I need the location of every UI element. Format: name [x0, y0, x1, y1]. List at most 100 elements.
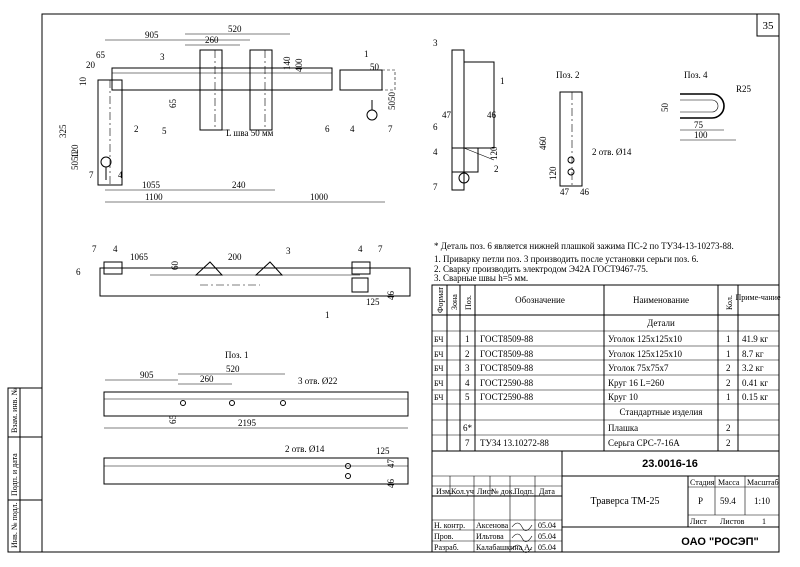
spec-cell: БЧ	[434, 364, 443, 373]
spec-cell: БЧ	[434, 335, 443, 344]
spec-cell: ГОСТ8509-88	[480, 334, 534, 344]
balloon-3: 3	[160, 52, 165, 62]
signature-1	[511, 522, 533, 531]
spec-row: 6* Плашка 2	[463, 423, 731, 433]
spec-cell: 0.15 кг	[742, 392, 768, 402]
dim-400: 400	[294, 58, 304, 72]
pos2-detail: Поз. 2 460 120 2 отв. Ø14 47 46	[538, 70, 632, 197]
pos2-dim-120: 120	[548, 166, 558, 180]
tb-scale: 1:10	[754, 496, 771, 506]
pos1-dim-65: 65	[168, 415, 178, 425]
pos4-dim-50: 50	[660, 103, 670, 113]
tb-mass: 59.4	[720, 496, 736, 506]
tb-role-razrab: Разраб.	[434, 543, 459, 552]
tb-col-data: Дата	[539, 487, 555, 496]
spec-cell: 1	[465, 334, 470, 344]
dim-325: 325	[58, 124, 68, 138]
tb-role-nkontr: Н. контр.	[434, 521, 465, 530]
spec-cell: ТУ34 13.10272-88	[480, 438, 549, 448]
spec-row: БЧ 5 ГОСТ2590-88 Круг 10 1 0.15 кг	[434, 392, 768, 402]
spec-cell: 1	[726, 334, 731, 344]
spec-head-pos: Поз.	[464, 295, 473, 310]
spec-table: Формат Зона Поз. Обозначение Наименовани…	[431, 284, 781, 452]
plan-balloon-6: 6	[76, 267, 81, 277]
spec-cell: 2	[726, 363, 731, 373]
spec-cell: Уголок 125x125x10	[608, 349, 683, 359]
spec-cell: ГОСТ2590-88	[480, 392, 534, 402]
pos1-holes22: 3 отв. Ø22	[298, 376, 337, 386]
side-stamp: Инв. № подл. Подп. и дата Взам. инв. №	[7, 387, 43, 553]
spec-cell: 41.9 кг	[742, 334, 768, 344]
side-dim-120: 120	[489, 146, 499, 160]
note-asterisk: * Деталь поз. 6 является нижней плашкой …	[434, 241, 734, 251]
pos1-dim-125: 125	[376, 446, 390, 456]
pos1-dim-2195: 2195	[238, 418, 257, 428]
tb-sheets: 1	[762, 517, 766, 526]
pos4-dim-100: 100	[694, 130, 708, 140]
spec-cell: ГОСТ2590-88	[480, 378, 534, 388]
tb-col-ndoc: № док.	[491, 487, 515, 496]
pos2-holes: 2 отв. Ø14	[592, 147, 632, 157]
weld-length-label: L шва 50 мм	[226, 128, 274, 138]
sheet-frame	[41, 13, 780, 553]
spec-cell: ГОСТ8509-88	[480, 363, 534, 373]
signature-2	[511, 533, 533, 542]
pos1-dim-260: 260	[200, 374, 214, 384]
spec-section-parts: Детали	[647, 318, 675, 328]
pos2-title: Поз. 2	[556, 70, 580, 80]
spec-head-qty: Кол.	[725, 295, 734, 310]
spec-cell: 7	[465, 438, 470, 448]
side-dim-47: 47	[442, 110, 452, 120]
spec-row: БЧ 2 ГОСТ8509-88 Уголок 125x125x10 1 8.7…	[434, 349, 764, 359]
plan-balloon-4b: 4	[358, 244, 363, 254]
tb-date-1: 05.04	[538, 521, 556, 530]
dim-1100: 1100	[145, 192, 163, 202]
balloon-5: 5	[162, 126, 167, 136]
dim-65b: 65	[168, 99, 178, 109]
side-balloon-1: 1	[500, 76, 505, 86]
spec-cell: 3	[465, 363, 470, 373]
spec-cell: 5	[465, 392, 470, 402]
side-dim-46: 46	[487, 110, 497, 120]
balloon-4b: 4	[118, 170, 123, 180]
sheet-number-box	[756, 13, 780, 37]
tb-stage: Р	[698, 496, 703, 506]
tb-mass-label: Масса	[718, 478, 740, 487]
dim-905: 905	[145, 30, 159, 40]
dim-140: 140	[282, 56, 292, 70]
dim-5050: 5050	[70, 152, 80, 171]
pos1-dim-520: 520	[226, 364, 240, 374]
pos2-dim-46: 46	[580, 187, 590, 197]
spec-cell: Плашка	[608, 423, 638, 433]
dim-20: 20	[86, 60, 96, 70]
plan-balloon-4: 4	[113, 244, 118, 254]
pos1-detail: Поз. 1 905 520 260 3 отв. Ø22 65 2195 2 …	[103, 350, 409, 488]
spec-cell: БЧ	[434, 379, 443, 388]
tb-name-2: Ильтова	[476, 532, 504, 541]
spec-cell: 2	[726, 438, 731, 448]
plan-dim-1065: 1065	[130, 252, 149, 262]
tb-sheet-label: Лист	[690, 517, 707, 526]
title-block: 23.0016-16 Изм. Кол.уч Лист № док. Подп.…	[431, 450, 780, 553]
org-name: ОАО "РОСЭП"	[681, 536, 758, 548]
dim-10: 10	[78, 77, 88, 87]
spec-section-std: Стандартные изделия	[620, 407, 703, 417]
spec-cell: БЧ	[434, 393, 443, 402]
pos1-dim-905: 905	[140, 370, 154, 380]
spec-cell: 4	[465, 378, 470, 388]
tb-col-izm: Изм.	[436, 487, 452, 496]
pos2-dim-47: 47	[560, 187, 570, 197]
pos4-detail: Поз. 4 R25 50 75 100	[660, 70, 752, 141]
signature-3	[511, 544, 533, 553]
spec-head-designation: Обозначение	[515, 295, 565, 305]
pos1-title: Поз. 1	[225, 350, 249, 360]
sheet-number: 35	[763, 20, 775, 32]
plan-dim-200: 200	[228, 252, 242, 262]
stamp-podp-data: Подп. и дата	[10, 453, 19, 496]
spec-row: БЧ 3 ГОСТ8509-88 Уголок 75x75x7 2 3.2 кг	[434, 363, 764, 373]
plan-balloon-3: 3	[286, 246, 291, 256]
spec-cell: Уголок 75x75x7	[608, 363, 669, 373]
pos4-dim-75: 75	[694, 120, 704, 130]
doc-designation: 23.0016-16	[642, 458, 698, 470]
dim-1055: 1055	[142, 180, 161, 190]
